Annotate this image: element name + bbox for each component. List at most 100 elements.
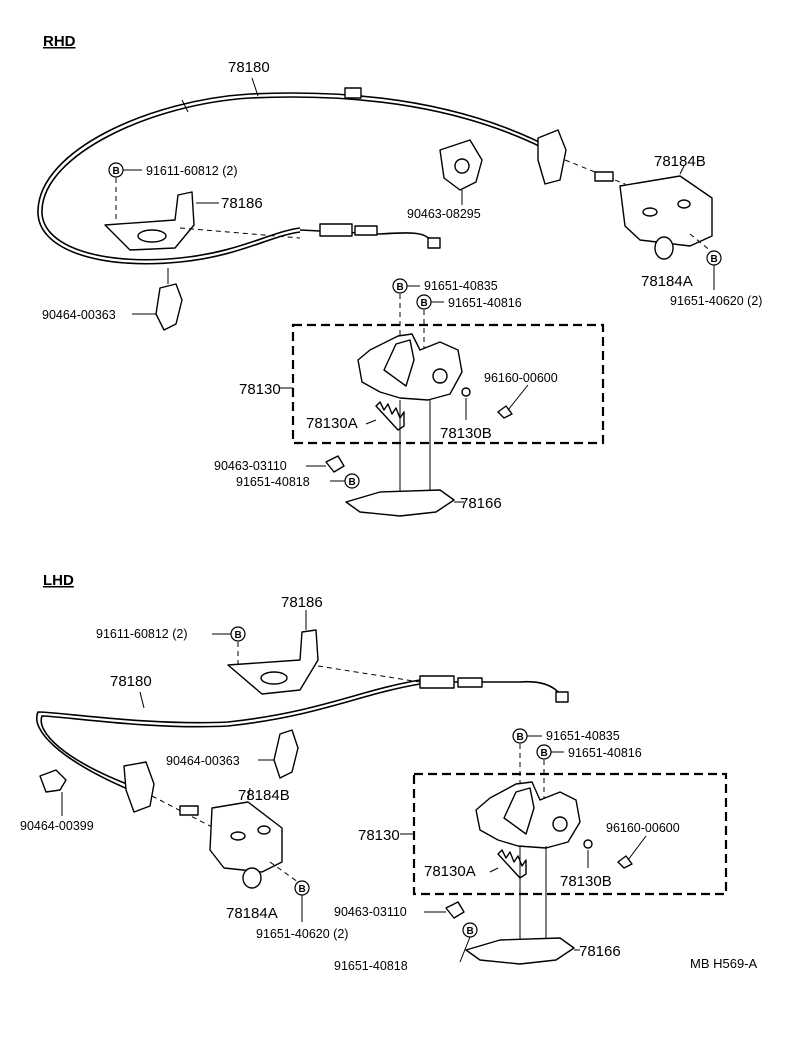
rhd-cable-leader	[251, 77, 259, 97]
lhd-label-91651-40620: 91651-40620 (2)	[256, 927, 348, 941]
lhd-bolt-right-dash	[269, 861, 299, 883]
rhd-spring-78130A	[375, 401, 405, 431]
rhd-clamp-90464-00363	[155, 283, 183, 331]
rhd-label-91611-60812: 91611-60812 (2)	[146, 164, 238, 178]
lhd-label-78166: 78166	[579, 943, 621, 960]
lhd-section: LHD 78186 B 91611-60812 (2) 78180 90464-…	[20, 572, 758, 973]
rhd-label-90463-03110: 90463-03110	[214, 459, 287, 473]
lhd-bolt-marker-low-letter: B	[467, 926, 474, 937]
rhd-cable-grommet	[344, 87, 362, 99]
rhd-label-78166: 78166	[460, 495, 502, 512]
rhd-cable-78180	[37, 92, 556, 265]
lhd-label-78130A: 78130A	[424, 863, 476, 880]
lhd-label-78130B: 78130B	[560, 873, 612, 890]
rhd-label-90463-08295: 90463-08295	[407, 207, 481, 221]
lhd-bracket-hole-b	[257, 825, 271, 835]
rhd-bracket-hole-a	[642, 207, 658, 217]
lhd-bracket-dash	[317, 665, 421, 683]
lhd-pedal-arm	[503, 787, 535, 835]
rhd-cable-eye-dash	[564, 159, 626, 185]
lhd-cable-78180	[35, 679, 421, 791]
rhd-cable-inner	[41, 96, 556, 261]
lhd-cable-nut	[457, 677, 483, 688]
lhd-label-78184B: 78184B	[238, 787, 290, 804]
rhd-bolt-marker-right-letter: B	[711, 254, 718, 265]
rhd-bushing-78184A	[654, 236, 674, 260]
lhd-cable-tip	[555, 691, 569, 703]
lhd-cable-leader	[139, 691, 145, 709]
lhd-cable-inner	[40, 683, 421, 787]
rhd-label-78186: 78186	[221, 195, 263, 212]
lhd-pedal-pivot	[552, 816, 568, 832]
rhd-cable-break	[181, 99, 189, 113]
rhd-clip-leader	[507, 384, 529, 411]
lhd-spring-leader	[489, 867, 499, 873]
lhd-clamp-90463-03110	[445, 901, 465, 919]
rhd-clamp-top-hole	[454, 158, 470, 174]
lhd-label-78184A: 78184A	[226, 905, 278, 922]
rhd-cable-eye	[537, 129, 567, 185]
lhd-label-78130: 78130	[358, 827, 400, 844]
rhd-clip-96160-00600	[497, 405, 513, 419]
lhd-bracket-78184B	[209, 801, 283, 873]
lhd-label-78180: 78180	[110, 673, 152, 690]
lhd-section-title: LHD	[43, 572, 74, 589]
lhd-label-90464-00399: 90464-00399	[20, 819, 94, 833]
rhd-cable-adjuster	[319, 223, 353, 237]
rhd-label-91651-40818: 91651-40818	[236, 475, 310, 489]
lhd-base-78166	[465, 937, 575, 965]
rhd-bolt-marker-top-letter: B	[113, 166, 120, 177]
rhd-cable-eye-nut	[594, 171, 614, 182]
lhd-bolt-marker-a-letter: B	[517, 732, 524, 743]
lhd-bolt-marker-right-letter: B	[299, 884, 306, 895]
lhd-spring-78130A	[497, 849, 527, 879]
rhd-label-78184A: 78184A	[641, 273, 693, 290]
rhd-clamp-90463-03110	[325, 455, 345, 473]
rhd-label-96160-00600: 96160-00600	[484, 371, 558, 385]
rhd-bracket-hole	[137, 229, 167, 243]
lhd-label-91651-40816: 91651-40816	[568, 746, 642, 760]
lhd-label-91651-40835: 91651-40835	[546, 729, 620, 743]
rhd-base-78166	[345, 489, 455, 517]
rhd-stopper-78130B	[461, 387, 471, 397]
lhd-label-96160-00600: 96160-00600	[606, 821, 680, 835]
rhd-bolt-right-dash	[689, 233, 713, 253]
rhd-label-78184B: 78184B	[654, 153, 706, 170]
rhd-bolt-marker-b-letter: B	[421, 298, 428, 309]
lhd-bolt-marker-top-letter: B	[235, 630, 242, 641]
rhd-label-91651-40816: 91651-40816	[448, 296, 522, 310]
lhd-clip-leader	[627, 835, 647, 861]
lhd-bracket-78186	[227, 629, 319, 695]
lhd-bracket-hole	[260, 671, 288, 685]
lhd-bracket-right-leader	[247, 787, 251, 801]
rhd-cable-nut	[354, 225, 378, 236]
lhd-clip-96160-00600	[617, 855, 633, 869]
lhd-label-90464-00363: 90464-00363	[166, 754, 240, 768]
lhd-label-91611-60812: 91611-60812 (2)	[96, 627, 188, 641]
lhd-cable-adjuster	[419, 675, 455, 689]
rhd-label-91651-40620: 91651-40620 (2)	[670, 294, 762, 308]
rhd-section: RHD 78180 B 91611-60812 (2) 78186 90463-…	[37, 33, 762, 517]
rhd-bracket-dash	[179, 227, 301, 239]
rhd-pedal-assy-box	[291, 323, 605, 445]
rhd-pedal-pivot	[432, 368, 448, 384]
lhd-label-78186: 78186	[281, 594, 323, 611]
lhd-stopper-78130B	[583, 839, 593, 849]
lhd-bracket-hole-a	[230, 831, 246, 841]
rhd-label-78130B: 78130B	[440, 425, 492, 442]
rhd-label-78130A: 78130A	[306, 415, 358, 432]
lhd-clamp-90464-00363	[273, 729, 299, 779]
lhd-bolt-low-leader	[459, 936, 471, 963]
rhd-label-78130: 78130	[239, 381, 281, 398]
rhd-bracket-right-leader	[679, 165, 685, 175]
rhd-bracket-hole-b	[677, 199, 691, 209]
rhd-label-91651-40835: 91651-40835	[424, 279, 498, 293]
lhd-label-91651-40818: 91651-40818	[334, 959, 408, 973]
lhd-bolt-marker-b-letter: B	[541, 748, 548, 759]
rhd-label-78180: 78180	[228, 59, 270, 76]
lhd-cable-eye	[123, 761, 155, 813]
rhd-bracket-78184B	[619, 175, 713, 247]
rhd-label-90464-00363: 90464-00363	[42, 308, 116, 322]
lhd-clamp-90464-00399	[39, 769, 67, 793]
